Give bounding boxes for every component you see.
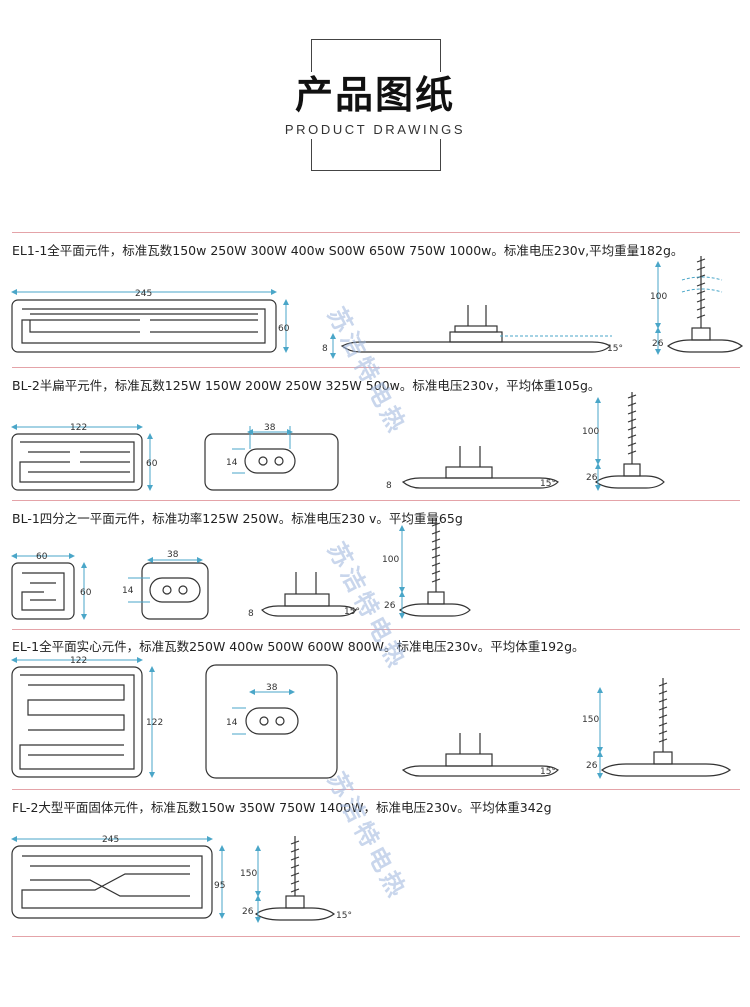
dim-label: 245 (102, 835, 119, 845)
dim-label: 14 (122, 586, 134, 596)
dim-label: 60 (278, 324, 290, 334)
el1-1-front-view (666, 256, 744, 353)
bl-1-side-view (261, 572, 357, 617)
bl-2-back-view (204, 433, 339, 491)
dim-label: 15° (540, 767, 556, 777)
divider (12, 500, 740, 501)
page-subtitle: PRODUCT DRAWINGS (284, 122, 466, 137)
dim-label: 14 (226, 718, 238, 728)
dim-label: 26 (242, 907, 254, 917)
dim-label: 15° (607, 344, 623, 354)
divider (12, 789, 740, 790)
bl-1-top-view (11, 562, 75, 620)
dim-label: 245 (135, 289, 152, 299)
dim-label: 26 (586, 761, 598, 771)
dim-label: 95 (214, 881, 225, 891)
dim-label: 8 (248, 609, 254, 619)
dim-label: 15° (540, 479, 556, 489)
divider (12, 936, 740, 937)
dim-label: 15° (344, 607, 360, 617)
el1-1-side-view (340, 305, 611, 353)
dim-label: 122 (146, 718, 163, 728)
section-caption-fl-2: FL-2大型平面固体元件，标准瓦数150w 350W 750W 1400W，标准… (12, 800, 552, 815)
divider (12, 367, 740, 368)
dim-label: 60 (146, 459, 158, 469)
dim-label: 26 (384, 601, 396, 611)
bl-1-back-view (141, 562, 209, 620)
el-1-front-view (600, 678, 732, 777)
dim-label: 100 (582, 427, 599, 437)
el-1-top-view (11, 666, 143, 778)
bl-2-side-view (401, 446, 559, 489)
dim-label: 60 (80, 588, 92, 598)
dim-label: 8 (386, 481, 392, 491)
bl-1-front-view (398, 518, 471, 617)
dim-label: 26 (586, 473, 598, 483)
page-title: 产品图纸 (294, 73, 455, 117)
dim-label: 38 (264, 423, 276, 433)
el1-1-top-view (11, 299, 277, 353)
el-1-back-view (205, 664, 338, 779)
fl-2-front-view (254, 836, 336, 921)
dim-label: 8 (322, 344, 328, 354)
bl-2-top-view (11, 433, 143, 491)
section-caption-bl-2: BL-2半扁平元件，标准瓦数125W 150W 200W 250W 325W 5… (12, 378, 601, 393)
section-caption-bl-1: BL-1四分之一平面元件，标准功率125W 250W。标准电压230 v。平均重… (12, 511, 463, 526)
dim-label: 60 (36, 552, 48, 562)
dim-label: 100 (382, 555, 399, 565)
dim-label: 150 (240, 869, 257, 879)
dim-label: 100 (650, 292, 667, 302)
dimension-labels: 245 60 8 15° 100 26 122 60 38 14 8 15° 1… (36, 289, 667, 921)
dim-label: 122 (70, 423, 87, 433)
dim-label: 15° (336, 911, 352, 921)
dim-label: 122 (70, 656, 87, 666)
section-caption-el-1: EL-1全平面实心元件，标准瓦数250W 400w 500W 600W 800W… (12, 639, 585, 654)
divider (12, 629, 740, 630)
fl-2-top-view (11, 845, 213, 919)
bl-2-front-view (594, 392, 665, 489)
divider (12, 232, 740, 233)
dim-label: 26 (652, 339, 664, 349)
section-caption-el1-1: EL1-1全平面元件，标准瓦数150w 250W 300W 400w S00W … (12, 243, 684, 258)
el-1-side-view (401, 733, 559, 777)
dim-label: 38 (266, 683, 278, 693)
dim-label: 38 (167, 550, 179, 560)
dim-label: 150 (582, 715, 599, 725)
header-frame (311, 39, 441, 171)
dim-label: 14 (226, 458, 238, 468)
